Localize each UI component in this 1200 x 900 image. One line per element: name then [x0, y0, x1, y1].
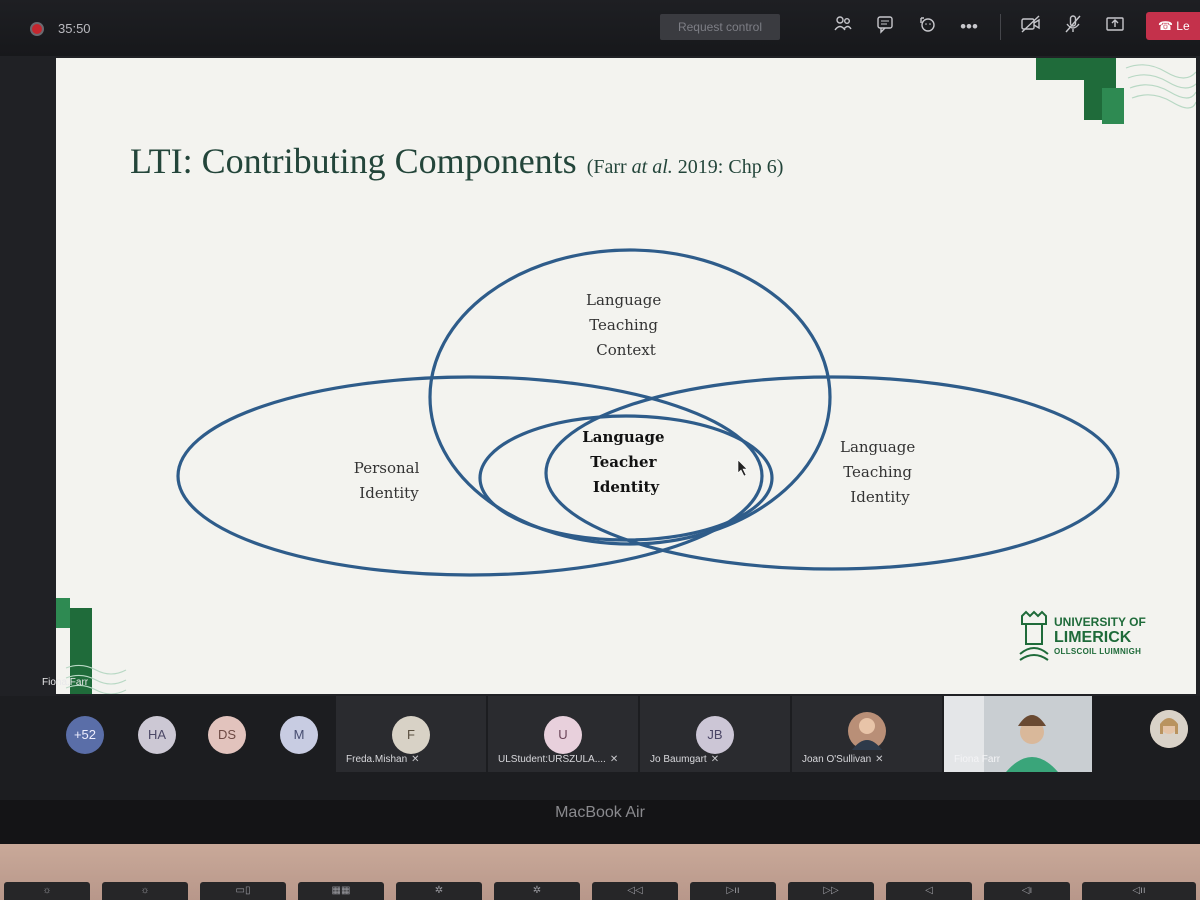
mission-control-key[interactable]: ▭▯ [200, 882, 286, 900]
venn-ellipse-teaching-identity [544, 375, 1120, 571]
venn-ellipse-context [428, 248, 832, 546]
corner-decoration-left [56, 598, 127, 694]
camera-off-icon[interactable] [1018, 14, 1044, 40]
venn-label-personal-line2: Identity [359, 484, 419, 502]
play-pause-key[interactable]: ▷ıı [690, 882, 776, 900]
participant-name-text: ULStudent:URSZULA.... [498, 754, 606, 765]
mic-off-icon: ✕ [875, 754, 884, 765]
venn-label-context-line1: Language [586, 291, 661, 309]
kbd-light-down-key[interactable]: ✲ [396, 882, 482, 900]
meeting-timer: 35:50 [58, 21, 91, 36]
participant-name: Jo Baumgart✕ [650, 754, 719, 765]
citation-suffix: 2019: Chp 6) [672, 156, 784, 178]
participant-video-tile[interactable]: Fiona Farr [944, 696, 1092, 772]
participant-avatar[interactable]: HA [138, 716, 176, 754]
participant-avatar: F [392, 716, 430, 754]
share-screen-icon[interactable] [1102, 14, 1128, 40]
more-participants-badge[interactable]: +52 [66, 716, 104, 754]
brightness-up-key[interactable]: ☼ [102, 882, 188, 900]
presentation-slide: LTI: Contributing Components (Farr at al… [56, 58, 1196, 694]
participant-tile[interactable]: U ULStudent:URSZULA....✕ [488, 696, 638, 772]
reactions-icon[interactable] [914, 14, 940, 40]
mic-off-icon[interactable] [1060, 14, 1086, 40]
self-view-avatar[interactable] [1150, 710, 1188, 748]
laptop-bezel [0, 800, 1200, 844]
participant-avatar: U [544, 716, 582, 754]
participant-avatar[interactable]: M [280, 716, 318, 754]
venn-label-lti-line2: Teacher [590, 453, 657, 471]
leave-phone-icon: ☎ [1158, 19, 1173, 33]
laptop-brand: MacBook Air [555, 804, 645, 821]
participant-photo [848, 712, 886, 750]
slide-title: LTI: Contributing Components (Farr at al… [130, 140, 783, 182]
participant-name-text: Freda.Mishan [346, 754, 408, 765]
launchpad-key[interactable]: ▦▦ [298, 882, 384, 900]
presenter-name: Fiona.Farr [42, 677, 89, 688]
request-control-button[interactable]: Request control [660, 14, 780, 40]
venn-label-personal-line1: Personal [354, 459, 420, 477]
volume-up-key[interactable]: ◁ıı [1082, 882, 1196, 900]
participant-name: Freda.Mishan✕ [346, 754, 420, 765]
participant-name: Fiona Farr [954, 754, 1001, 765]
mic-off-icon: ✕ [411, 754, 420, 765]
recording-icon [30, 22, 44, 36]
participant-name: ULStudent:URSZULA....✕ [498, 754, 618, 765]
chat-icon[interactable] [872, 14, 898, 40]
venn-diagram: Language Teaching Context Personal Ident… [176, 248, 1120, 577]
participant-tile[interactable]: Joan O'Sullivan✕ [792, 696, 942, 772]
volume-down-key[interactable]: ◁ı [984, 882, 1070, 900]
venn-label-personal: Personal Identity [354, 459, 424, 502]
venn-label-context: Language Teaching Context [586, 291, 666, 359]
venn-label-teaching-identity-line1: Language [840, 438, 915, 456]
venn-label-teaching-identity-line3: Identity [850, 488, 910, 506]
participant-name-text: Jo Baumgart [650, 754, 707, 765]
venn-label-teaching-identity-line2: Teaching [843, 463, 912, 481]
venn-label-lti-line3: Identity [593, 478, 661, 496]
participant-name: Joan O'Sullivan✕ [802, 754, 884, 765]
citation-prefix: (Farr [586, 156, 632, 178]
brightness-down-key[interactable]: ☼ [4, 882, 90, 900]
slide-citation: (Farr at al. 2019: Chp 6) [587, 156, 784, 178]
screen-share-area: LTI: Contributing Components (Farr at al… [0, 56, 1200, 696]
logo-line-1: UNIVERSITY OF [1054, 615, 1146, 629]
participant-name-text: Joan O'Sullivan [802, 754, 872, 765]
kbd-light-up-key[interactable]: ✲ [494, 882, 580, 900]
keyboard-function-row: ☼ ☼ ▭▯ ▦▦ ✲ ✲ ◁◁ ▷ıı ▷▷ ◁ ◁ı ◁ıı [0, 882, 1200, 900]
venn-label-teaching-identity: Language Teaching Identity [840, 438, 920, 506]
citation-italic: at al. [631, 156, 673, 178]
logo-line-3: OLLSCOIL LUIMNIGH [1054, 647, 1142, 656]
mic-off-icon: ✕ [710, 754, 720, 765]
participant-video [944, 696, 1092, 772]
toolbar-divider [1000, 14, 1001, 40]
university-crest-icon [1019, 610, 1049, 661]
leave-button-label: Le [1176, 19, 1190, 33]
meeting-top-bar: 35:50 Request control ••• ☎ Le [0, 0, 1200, 56]
slide-title-main: LTI: Contributing Components [130, 141, 577, 181]
participant-tile[interactable]: JB Jo Baumgart✕ [640, 696, 790, 772]
venn-label-lti-line1: Language [582, 428, 664, 446]
leave-button[interactable]: ☎ Le [1146, 12, 1200, 40]
venn-ellipse-lti [478, 414, 774, 542]
participant-tile[interactable]: F Freda.Mishan✕ [336, 696, 486, 772]
venn-ellipse-personal [176, 375, 764, 577]
participant-avatar: JB [696, 716, 734, 754]
university-logo: UNIVERSITY OF LIMERICK OLLSCOIL LUIMNIGH [1018, 610, 1158, 670]
participants-icon[interactable] [830, 14, 856, 40]
rewind-key[interactable]: ◁◁ [592, 882, 678, 900]
mute-key[interactable]: ◁ [886, 882, 972, 900]
venn-label-lti: Language Teacher Identity [582, 428, 670, 496]
participant-strip: +52 HA DS M F Freda.Mishan✕ U ULStudent:… [0, 696, 1200, 800]
participant-avatar[interactable]: DS [208, 716, 246, 754]
more-actions-icon[interactable]: ••• [960, 17, 978, 36]
venn-label-context-line3: Context [596, 341, 656, 359]
logo-line-2: LIMERICK [1054, 629, 1132, 646]
corner-decoration [1036, 58, 1196, 124]
mic-off-icon: ✕ [609, 754, 619, 765]
mouse-cursor-icon [737, 459, 748, 477]
venn-label-context-line2: Teaching [589, 316, 658, 334]
fast-forward-key[interactable]: ▷▷ [788, 882, 874, 900]
